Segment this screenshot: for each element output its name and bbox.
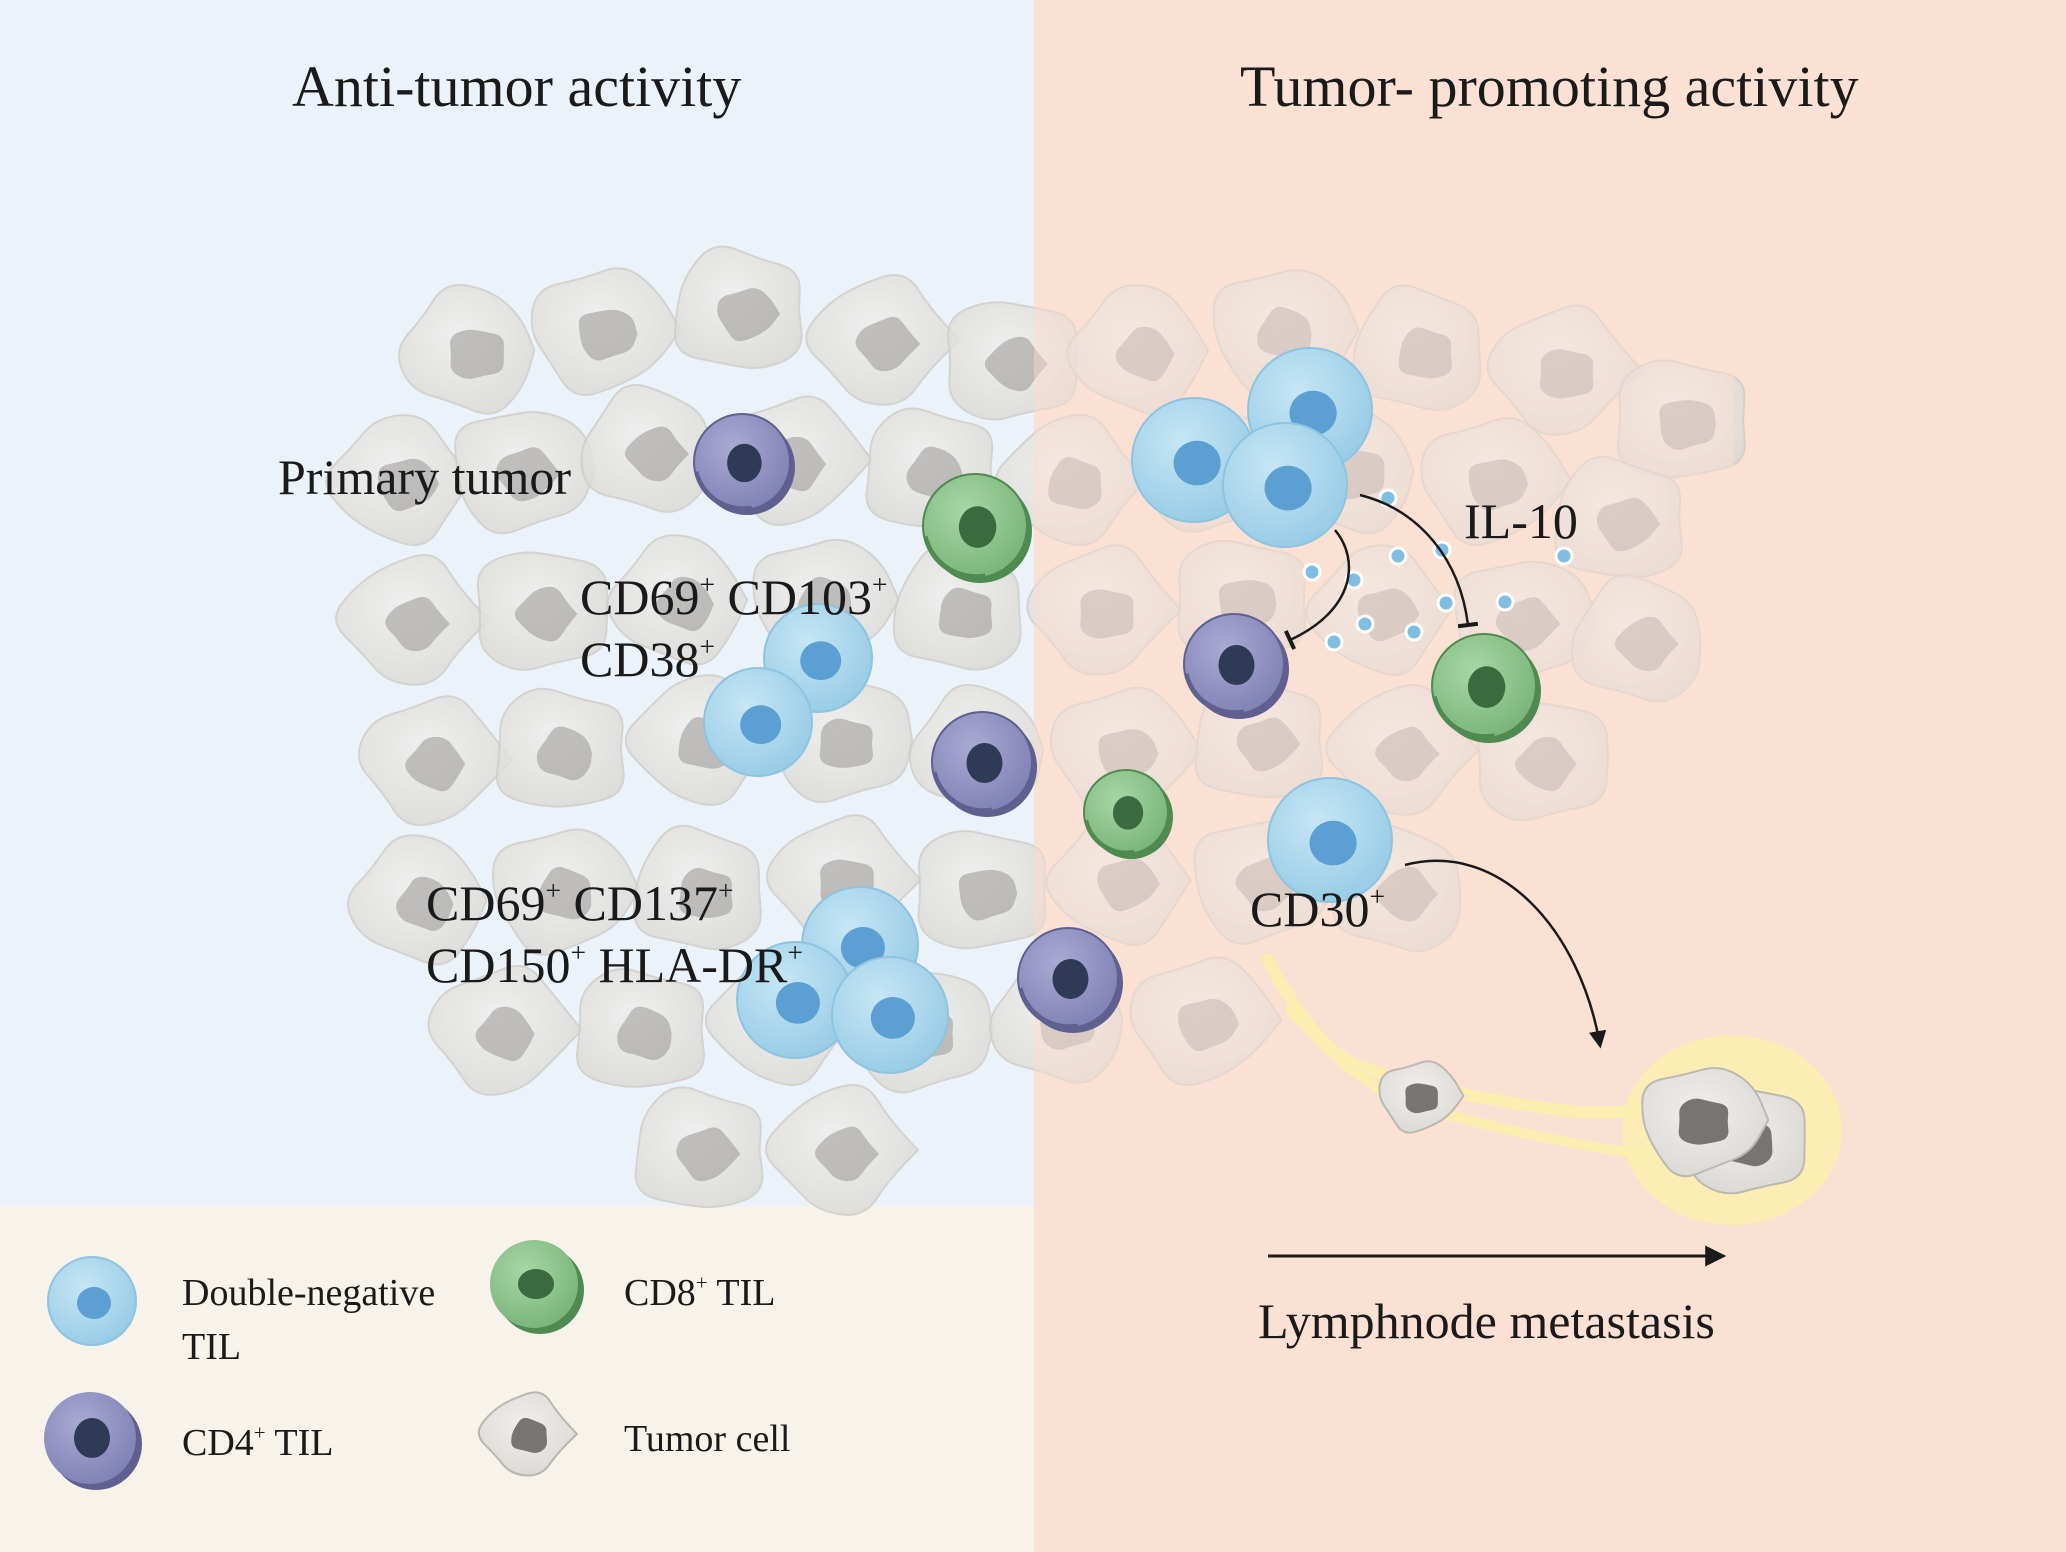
tumor-cell	[994, 414, 1148, 546]
tumor-cell	[673, 245, 803, 369]
legend-double-negative-label-line1: Double-negative	[182, 1272, 436, 1314]
tumor-cell	[1352, 284, 1482, 411]
marker-group2-line1: CD69+ CD137+	[426, 874, 734, 931]
legend-cd4-label: CD4+ TIL	[182, 1420, 334, 1464]
legend-double-negative-icon	[47, 1256, 137, 1346]
tumor-cell	[1616, 359, 1746, 479]
tumor-cell	[633, 824, 762, 951]
tumor-cell	[427, 965, 584, 1096]
lymphnode-metastasis-label: Lymphnode metastasis	[1258, 1293, 1715, 1349]
tumor-cell	[346, 834, 488, 966]
tumor-cell	[580, 383, 712, 513]
tumor-cell	[1066, 284, 1210, 416]
tumor-cell	[495, 687, 625, 808]
tumor-cell	[357, 695, 514, 826]
tumor-cell	[576, 968, 705, 1088]
il10-molecule	[1495, 592, 1515, 612]
double-negative-til	[1222, 422, 1348, 548]
right-panel-title: Tumor- promoting activity	[1240, 54, 1859, 119]
double-negative-til	[831, 956, 949, 1074]
tumor-cell	[325, 414, 474, 547]
il10-molecule	[1344, 570, 1364, 590]
cd4-til	[931, 711, 1037, 817]
tumor-cell	[805, 274, 961, 406]
tumor-cell	[765, 1083, 920, 1216]
tumor-cell	[335, 553, 491, 686]
cd4-til	[1183, 613, 1289, 719]
legend-icons	[44, 1240, 584, 1490]
tumor-cell	[947, 301, 1078, 421]
il10-molecule	[1324, 632, 1344, 652]
cd30-double-negative-til	[1267, 777, 1393, 903]
marker-group1-line1: CD69+ CD103+	[580, 568, 888, 625]
marker-group1-line2: CD38+	[580, 630, 715, 687]
legend-tumor-cell-label: Tumor cell	[624, 1418, 791, 1460]
legend-tumor-cell-icon	[477, 1391, 579, 1477]
cd4-til	[1017, 927, 1123, 1033]
legend-cd8-icon	[490, 1240, 584, 1334]
tumor-cell	[476, 551, 609, 671]
metastasis-curved-arrow	[1404, 859, 1607, 1049]
tumor-cell	[1554, 455, 1683, 579]
legend-cd8-label: CD8+ TIL	[624, 1270, 776, 1314]
tumor-cell	[1570, 574, 1702, 703]
cd4-til	[693, 413, 795, 515]
primary-tumor-label: Primary tumor	[278, 449, 572, 505]
il10-molecule	[1554, 546, 1574, 566]
tumor-cell	[1049, 686, 1203, 817]
tumor-cell	[530, 267, 682, 396]
cd8-til	[922, 473, 1032, 583]
cd8-til	[1431, 633, 1541, 743]
il10-molecule	[1436, 593, 1456, 613]
metastatic-tumor-cell	[1378, 1060, 1465, 1134]
inhibition-arrow-cd8	[1359, 493, 1479, 629]
il10-molecule	[1302, 562, 1322, 582]
tumor-cell	[454, 411, 597, 535]
tumor-cell	[1325, 683, 1480, 816]
tumor-cell	[491, 828, 641, 956]
tumor-cell	[398, 284, 536, 415]
tumor-cell	[606, 534, 749, 666]
tumor-cell	[634, 1086, 764, 1209]
metastatic-tumor-cell	[1641, 1066, 1770, 1178]
il10-label: IL-10	[1464, 493, 1578, 549]
inhibition-arrow-cd4	[1283, 529, 1351, 650]
cd8-til	[1083, 769, 1173, 859]
tumor-cell	[1129, 956, 1283, 1087]
cd30-label: CD30+	[1250, 880, 1385, 937]
il10-molecule	[1388, 546, 1408, 566]
legend-double-negative-label-line2: TIL	[182, 1326, 242, 1368]
marker-group2-line2: CD150+ HLA-DR+	[426, 936, 803, 993]
tumor-cell	[1420, 417, 1573, 547]
legend-cd4-icon	[44, 1392, 142, 1490]
il10-molecule	[1404, 622, 1424, 642]
il10-molecule	[1355, 614, 1375, 634]
immune-cells	[693, 347, 1541, 1074]
tumor-cell	[917, 830, 1047, 950]
double-negative-til	[703, 667, 813, 777]
left-panel-title: Anti-tumor activity	[292, 54, 742, 119]
tumor-cell	[1486, 304, 1643, 436]
tumor-cell	[1026, 544, 1183, 676]
